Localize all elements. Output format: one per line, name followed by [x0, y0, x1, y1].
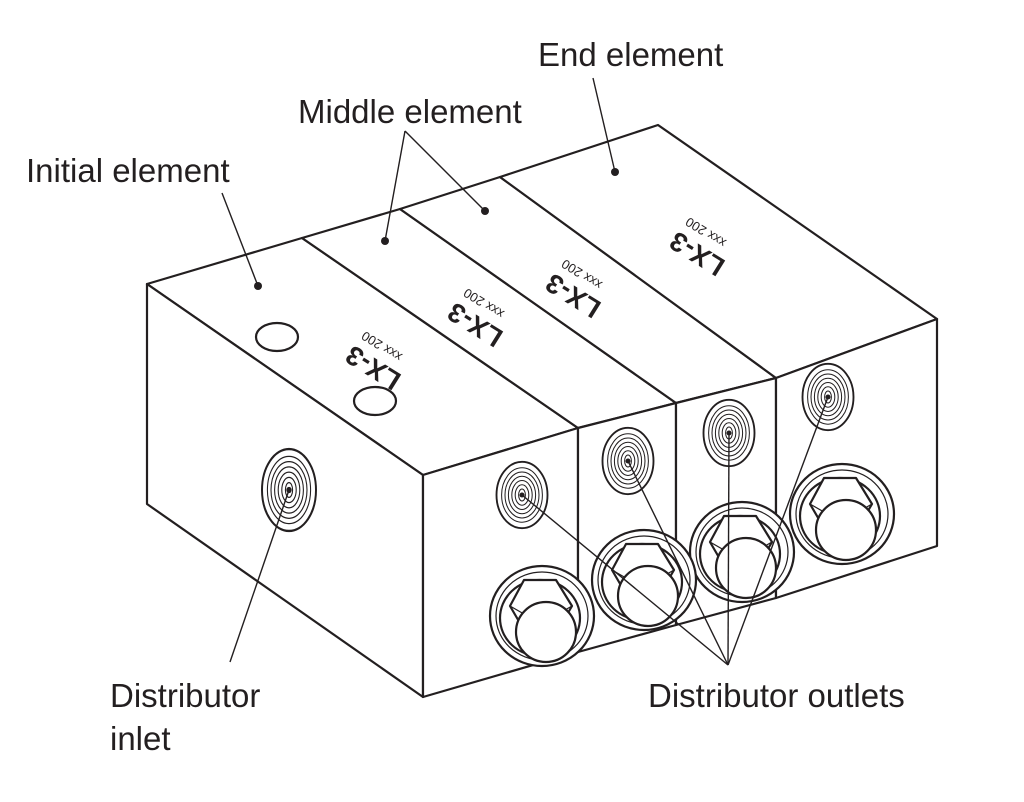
- hex-plug-1: [488, 564, 596, 668]
- end-element-label: End element: [538, 36, 723, 73]
- hex-plug-2: [590, 528, 698, 632]
- distributor-inlet-label-line1: Distributor: [110, 677, 260, 714]
- initial-element-label: Initial element: [26, 152, 230, 189]
- hex-plug-3: [688, 500, 796, 604]
- hex-plug-4: [788, 462, 896, 566]
- distributor-outlets-label: Distributor outlets: [648, 677, 905, 714]
- top-port-2: [352, 385, 398, 417]
- distributor-inlet-label-line2: inlet: [110, 720, 171, 757]
- top-port-1: [254, 321, 300, 353]
- leader-lines: [221, 77, 829, 666]
- middle-element-label: Middle element: [298, 93, 522, 130]
